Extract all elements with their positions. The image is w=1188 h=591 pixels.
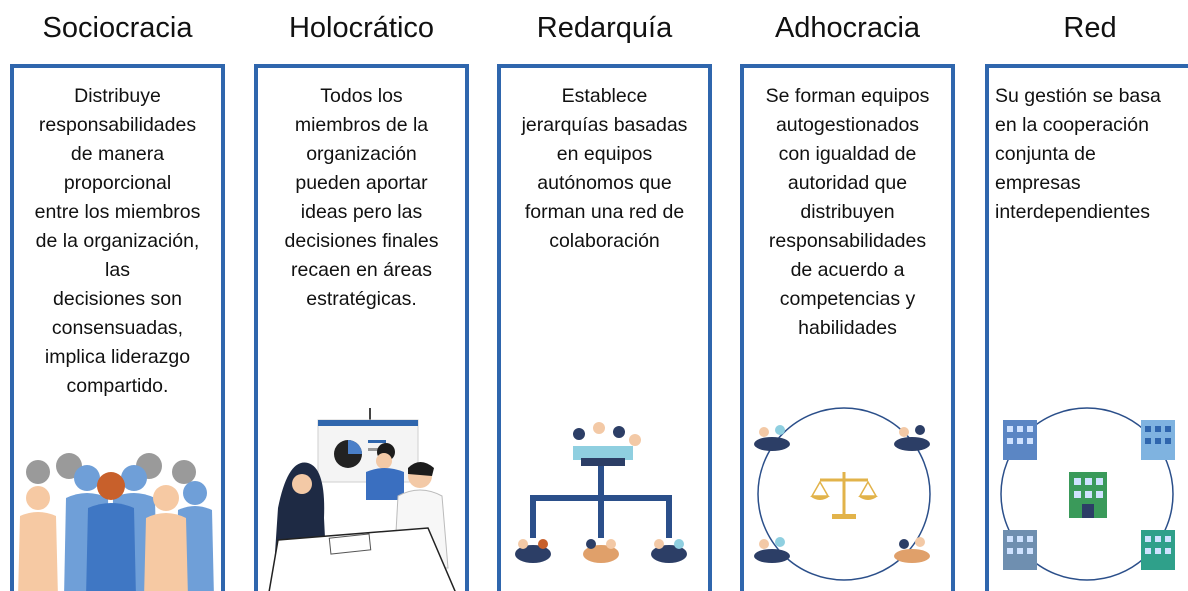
column-description: Establece jerarquías basadas en equipos … <box>521 85 688 252</box>
building-icon <box>1069 472 1107 518</box>
building-icon <box>1141 530 1175 570</box>
column-sociocracia: Sociocracia Distribuye responsabilidades… <box>10 0 225 591</box>
column-title: Adhocracia <box>774 12 921 44</box>
column-title: Redarquía <box>536 12 673 44</box>
building-icon <box>1003 420 1037 460</box>
column-adhocracia: Adhocracia Se forman equipos autogestion… <box>740 0 955 591</box>
column-description: Se forman equipos autogestionados con ig… <box>765 85 930 339</box>
scale-icon <box>810 472 878 519</box>
column-description: Todos los miembros de la organización pu… <box>284 85 439 310</box>
column-title: Holocrático <box>288 12 435 44</box>
description-panel: Se forman equipos autogestionados con ig… <box>740 64 955 591</box>
description-panel: Su gestión se basa en la cooperación con… <box>985 64 1188 591</box>
column-title: Sociocracia <box>42 12 193 44</box>
description-panel: Distribuye responsabilidades de manera p… <box>10 64 225 591</box>
description-panel: Todos los miembros de la organización pu… <box>254 64 469 591</box>
column-description: Distribuye responsabilidades de manera p… <box>34 85 201 397</box>
column-title: Red <box>1063 12 1117 44</box>
buildings-network-icon <box>1000 407 1175 581</box>
column-red: Red Su gestión se basa en la cooperación… <box>985 0 1188 591</box>
building-icon <box>1003 530 1037 570</box>
column-redarquia: Redarquía Establece jerarquías basadas e… <box>497 0 712 591</box>
team-hierarchy-icon <box>515 422 687 563</box>
scale-network-icon <box>754 407 931 581</box>
column-description: Su gestión se basa en la cooperación con… <box>995 85 1161 223</box>
building-icon <box>1141 420 1175 460</box>
column-holocratico: Holocrático Todos los miembros de la org… <box>254 0 469 591</box>
description-panel: Establece jerarquías basadas en equipos … <box>497 64 712 591</box>
presentation-meeting-icon <box>268 408 456 591</box>
people-group-icon <box>18 453 214 591</box>
